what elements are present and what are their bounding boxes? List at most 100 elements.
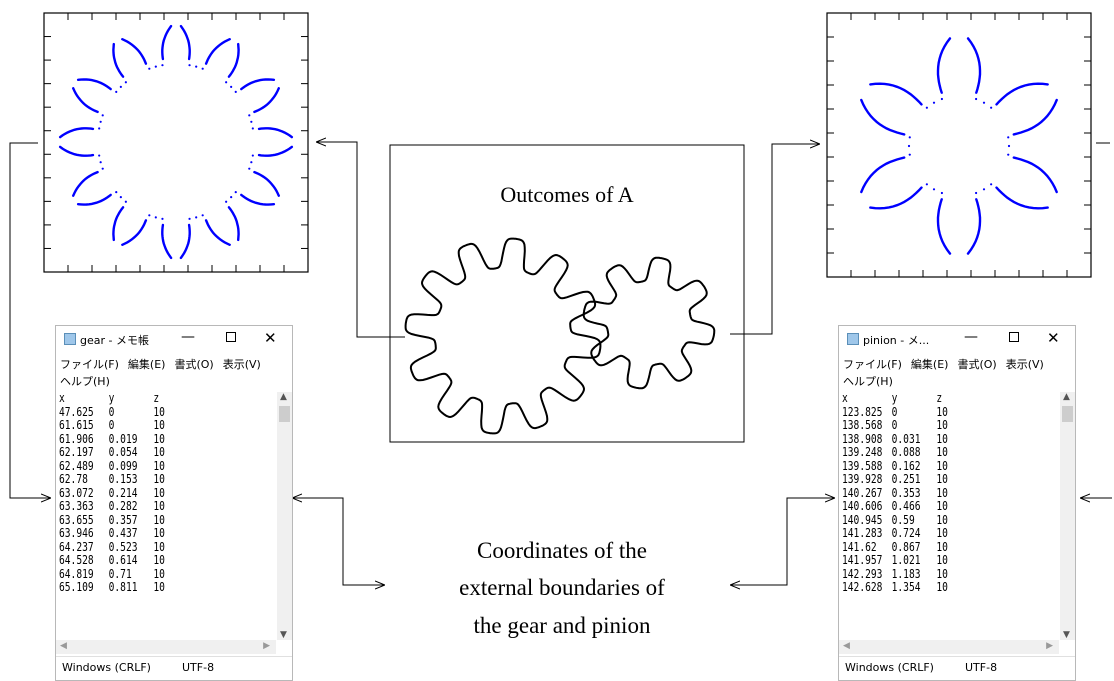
gear-notepad-titlebar[interactable]: gear - メモ帳 — ✕ xyxy=(56,326,292,352)
root-point xyxy=(982,188,986,191)
tooth-flank xyxy=(860,156,906,194)
cell-z: 10 xyxy=(153,472,165,486)
tooth-flank xyxy=(240,193,276,206)
root-point xyxy=(990,183,993,186)
cell-z: 10 xyxy=(936,580,948,594)
minimize-icon[interactable]: — xyxy=(181,329,195,345)
cell-z: 10 xyxy=(153,526,165,540)
menu-view[interactable]: 表示(V) xyxy=(1005,358,1044,371)
cell-z: 10 xyxy=(153,553,165,567)
tooth-flank xyxy=(227,42,240,78)
root-point xyxy=(1007,136,1010,139)
menu-file[interactable]: ファイル(F) xyxy=(60,358,119,371)
root-point xyxy=(188,217,191,220)
cell-y: 0.282 xyxy=(108,499,138,513)
cell-z: 10 xyxy=(936,458,948,473)
minimize-icon[interactable]: — xyxy=(964,329,978,345)
horizontal-scrollbar[interactable]: ◀ ▶ xyxy=(839,640,1059,654)
scroll-left-icon[interactable]: ◀ xyxy=(843,641,850,651)
tooth-flank xyxy=(936,37,952,94)
menu-format[interactable]: 書式(O) xyxy=(957,358,997,371)
cell-y: 0.357 xyxy=(108,512,138,527)
status-eol: Windows (CRLF) xyxy=(845,661,934,674)
tooth-flank xyxy=(936,198,952,255)
tooth-flank xyxy=(76,193,112,206)
menu-help[interactable]: ヘルプ(H) xyxy=(60,375,110,388)
root-point xyxy=(148,67,151,70)
cell-z: 10 xyxy=(936,499,948,513)
outcomes-title: Outcomes of A xyxy=(500,182,633,207)
tooth-flank xyxy=(995,82,1049,106)
vertical-scrollbar[interactable]: ▲ ▼ xyxy=(1060,392,1075,640)
menu-edit[interactable]: 編集(E) xyxy=(910,358,949,371)
scroll-right-icon[interactable]: ▶ xyxy=(263,641,270,651)
cell-y: 1.021 xyxy=(891,553,921,567)
root-point xyxy=(908,136,911,139)
tooth-flank xyxy=(72,170,99,197)
menu-edit[interactable]: 編集(E) xyxy=(127,358,166,371)
tooth-flank xyxy=(995,186,1049,210)
close-icon[interactable]: ✕ xyxy=(1047,329,1060,347)
cell-y: 0.59 xyxy=(891,512,915,527)
close-icon[interactable]: ✕ xyxy=(264,329,277,347)
gear-plot-ticks xyxy=(44,13,308,272)
tooth-flank xyxy=(204,38,231,65)
scroll-right-icon[interactable]: ▶ xyxy=(1046,641,1053,651)
caption-line-2: external boundaries of xyxy=(459,575,665,600)
cell-x: 141.62 xyxy=(842,539,877,554)
cell-z: 10 xyxy=(153,580,165,594)
menu-format[interactable]: 書式(O) xyxy=(174,358,214,371)
cell-z: 10 xyxy=(153,485,165,500)
horizontal-scrollbar[interactable]: ◀ ▶ xyxy=(56,640,276,654)
status-encoding: UTF-8 xyxy=(965,661,998,674)
menu-file[interactable]: ファイル(F) xyxy=(843,358,902,371)
scroll-up-icon[interactable]: ▲ xyxy=(280,392,287,402)
root-point xyxy=(195,216,198,219)
cell-z: 10 xyxy=(153,512,165,527)
root-point xyxy=(250,120,253,123)
tooth-flank xyxy=(860,98,906,136)
pinion-notepad-titlebar[interactable]: pinion - メ... — ✕ xyxy=(839,326,1075,352)
scroll-up-icon[interactable]: ▲ xyxy=(1063,392,1070,402)
menu-view[interactable]: 表示(V) xyxy=(222,358,261,371)
cell-x: 63.655 xyxy=(59,512,94,527)
cell-z: 10 xyxy=(153,539,165,554)
scroll-thumb[interactable] xyxy=(1062,406,1073,422)
maximize-icon[interactable] xyxy=(226,332,236,342)
root-point xyxy=(101,114,104,117)
cell-x: 139.928 xyxy=(842,472,883,486)
cell-y: 0.71 xyxy=(108,566,132,581)
menu-help[interactable]: ヘルプ(H) xyxy=(843,375,893,388)
scroll-thumb[interactable] xyxy=(279,406,290,422)
pinion-plot-ticks xyxy=(827,13,1091,277)
root-point xyxy=(908,153,911,156)
tooth-flank xyxy=(112,42,125,78)
cell-x: 140.945 xyxy=(842,512,883,527)
tooth-flank xyxy=(1012,98,1058,136)
scroll-down-icon[interactable]: ▼ xyxy=(280,630,287,640)
status-eol: Windows (CRLF) xyxy=(62,661,151,674)
tooth-flank xyxy=(240,78,276,91)
cell-y: 1.354 xyxy=(891,580,921,594)
maximize-icon[interactable] xyxy=(1009,332,1019,342)
root-point xyxy=(251,154,254,157)
cell-x: 62.78 xyxy=(59,472,88,486)
scroll-left-icon[interactable]: ◀ xyxy=(60,641,67,651)
cell-z: 10 xyxy=(936,512,948,527)
scroll-down-icon[interactable]: ▼ xyxy=(1063,630,1070,640)
cell-x: 140.267 xyxy=(842,485,883,500)
cell-x: 141.283 xyxy=(842,526,883,540)
vertical-scrollbar[interactable]: ▲ ▼ xyxy=(277,392,292,640)
cell-z: 10 xyxy=(153,445,165,459)
cell-x: 142.293 xyxy=(842,566,883,581)
cell-y: 0.153 xyxy=(108,472,138,486)
